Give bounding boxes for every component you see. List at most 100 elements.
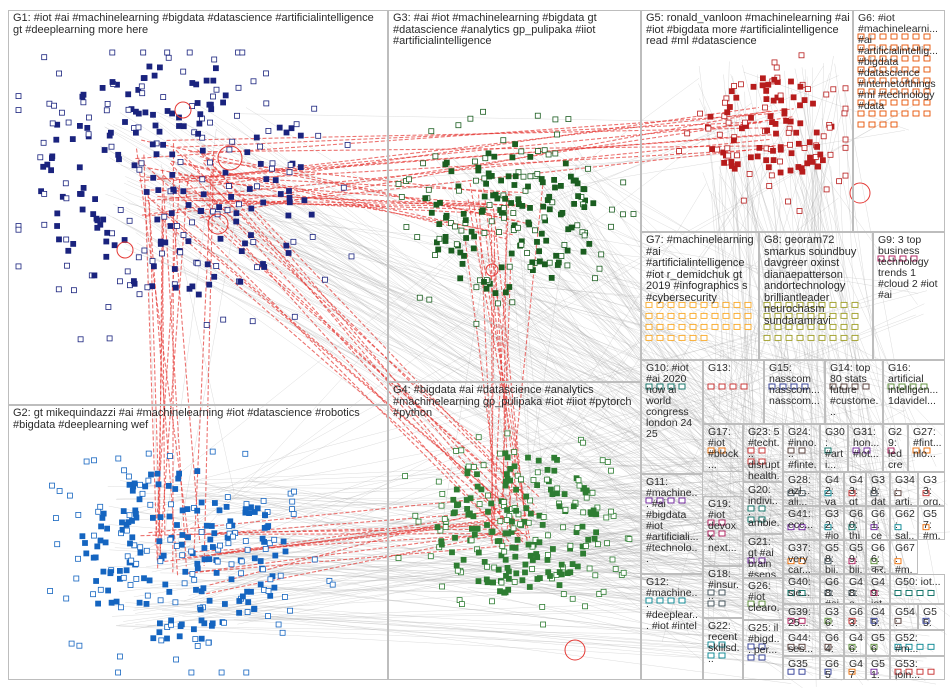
node <box>747 447 755 454</box>
node <box>253 183 260 190</box>
node <box>728 158 735 165</box>
group-label-g22: G22: recent skillsd... <box>708 620 741 665</box>
node <box>193 587 199 593</box>
node <box>474 525 481 532</box>
node <box>676 148 682 155</box>
node <box>716 131 723 138</box>
edge-highlight <box>212 528 493 534</box>
node <box>707 641 715 648</box>
edge <box>205 488 691 523</box>
node <box>127 582 134 588</box>
edge <box>795 118 925 460</box>
group-cell-g15: G15: nasscom nasscom... nasscom... <box>764 360 825 424</box>
node <box>592 275 598 282</box>
node <box>54 541 61 548</box>
node <box>525 541 532 548</box>
node <box>580 550 586 557</box>
node <box>237 278 244 285</box>
node <box>502 482 509 489</box>
node <box>823 186 830 193</box>
node <box>473 284 480 291</box>
node <box>526 584 533 590</box>
node <box>166 589 173 595</box>
edge-highlight <box>139 134 772 182</box>
node <box>841 110 848 117</box>
edge <box>142 110 926 682</box>
node <box>235 201 242 208</box>
node <box>787 590 795 596</box>
edge <box>515 483 871 506</box>
edge <box>109 157 817 588</box>
node <box>667 323 675 330</box>
node <box>787 524 795 531</box>
edge <box>471 267 800 602</box>
edge <box>167 245 898 675</box>
cluster-g48 <box>848 590 856 596</box>
group-label-g66: G66: कर... <box>871 542 887 574</box>
edge <box>798 120 850 431</box>
edge-highlight <box>187 544 519 574</box>
node <box>545 532 551 539</box>
node <box>785 312 793 319</box>
node <box>509 544 516 551</box>
node <box>498 177 505 184</box>
node <box>826 124 833 131</box>
node <box>590 200 597 207</box>
node <box>287 162 294 168</box>
node <box>750 83 757 90</box>
node <box>162 581 169 588</box>
node <box>185 238 192 245</box>
node <box>604 540 610 547</box>
edge <box>813 180 820 462</box>
edge <box>200 482 782 667</box>
nodes <box>15 33 935 676</box>
node <box>678 334 686 341</box>
edge-highlight <box>161 169 187 567</box>
edge <box>143 219 803 688</box>
node <box>199 134 206 141</box>
node <box>491 153 498 160</box>
node <box>69 136 76 143</box>
node <box>124 527 130 534</box>
node <box>229 138 236 145</box>
node <box>488 218 495 225</box>
node <box>133 576 140 582</box>
edge <box>135 624 724 650</box>
node <box>451 509 458 516</box>
edge <box>180 600 740 639</box>
node <box>109 49 116 56</box>
node <box>448 247 455 254</box>
edge <box>519 462 823 511</box>
edges-gray <box>100 55 950 688</box>
node <box>887 447 895 454</box>
node <box>158 637 165 644</box>
node <box>113 598 120 605</box>
group-cell-g14: G14: top 80 stats future #custome... <box>825 360 883 424</box>
edge <box>739 158 840 633</box>
node <box>857 77 865 84</box>
node <box>532 227 538 234</box>
node <box>259 535 266 542</box>
node <box>770 147 776 154</box>
node <box>877 255 885 262</box>
node <box>824 447 832 454</box>
edge <box>162 195 914 606</box>
edge <box>246 551 930 637</box>
edge <box>754 165 887 631</box>
node <box>700 334 708 341</box>
node <box>460 210 467 217</box>
edge <box>453 164 854 430</box>
node <box>569 561 576 567</box>
node <box>667 597 675 604</box>
node <box>287 607 294 614</box>
node <box>425 186 432 193</box>
node <box>733 312 741 319</box>
node <box>801 97 808 103</box>
node <box>922 617 930 624</box>
group-cell-g56: G56 <box>866 630 890 656</box>
node <box>857 66 865 73</box>
edge <box>473 149 785 554</box>
node <box>173 656 180 663</box>
node <box>86 114 92 121</box>
